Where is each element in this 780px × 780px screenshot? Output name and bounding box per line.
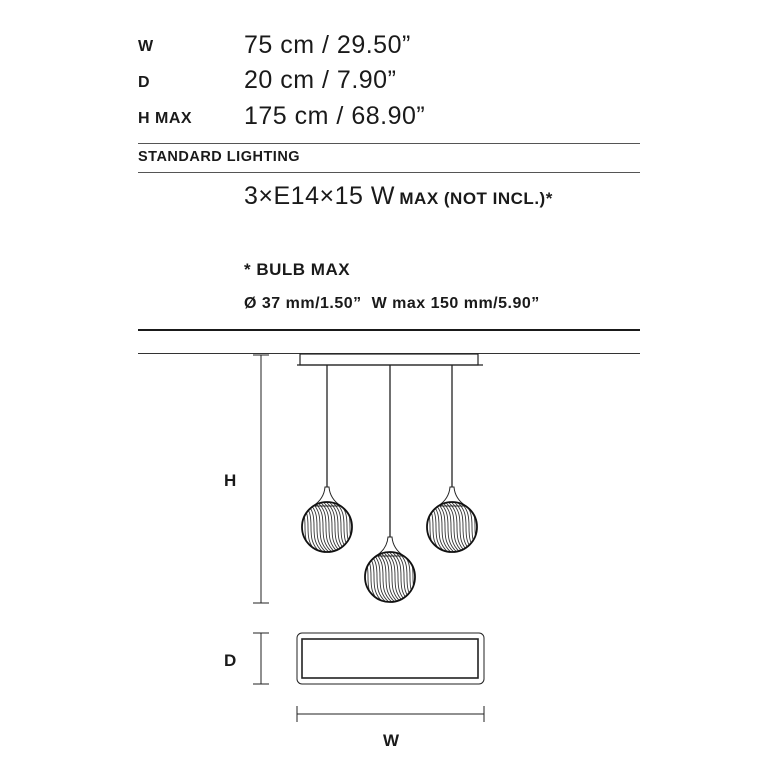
dim-label-w: W	[138, 38, 154, 55]
divider-thick	[138, 329, 640, 331]
diagram-label-w: W	[383, 731, 400, 750]
diagram-label-h: H	[224, 471, 237, 490]
lighting-spec-main: 3×E14×15 W	[244, 182, 395, 210]
dim-label-hmax: H MAX	[138, 110, 193, 127]
globe-shade	[301, 486, 353, 553]
divider	[138, 172, 640, 173]
dim-value-d: 20 cm / 7.90”	[244, 66, 397, 94]
bulb-dims: Ø 37 mm/1.50” W max 150 mm/5.90”	[244, 295, 540, 312]
top-view-inner	[301, 638, 479, 679]
dim-value-w: 75 cm / 29.50”	[244, 31, 411, 59]
lighting-spec-suffix: MAX (NOT INCL.)*	[399, 189, 553, 208]
lighting-heading: STANDARD LIGHTING	[138, 149, 301, 165]
top-view-outer	[296, 632, 485, 685]
dim-label-d: D	[138, 74, 151, 91]
diagram-label-d: D	[224, 651, 237, 670]
divider	[138, 143, 640, 144]
lighting-spec: 3×E14×15 W MAX (NOT INCL.)*	[244, 182, 553, 211]
globe-shade	[426, 486, 478, 553]
dim-value-hmax: 175 cm / 68.90”	[244, 102, 426, 130]
globe-shade	[364, 536, 416, 603]
bulb-heading: * BULB MAX	[244, 260, 351, 279]
canopy	[299, 353, 479, 366]
